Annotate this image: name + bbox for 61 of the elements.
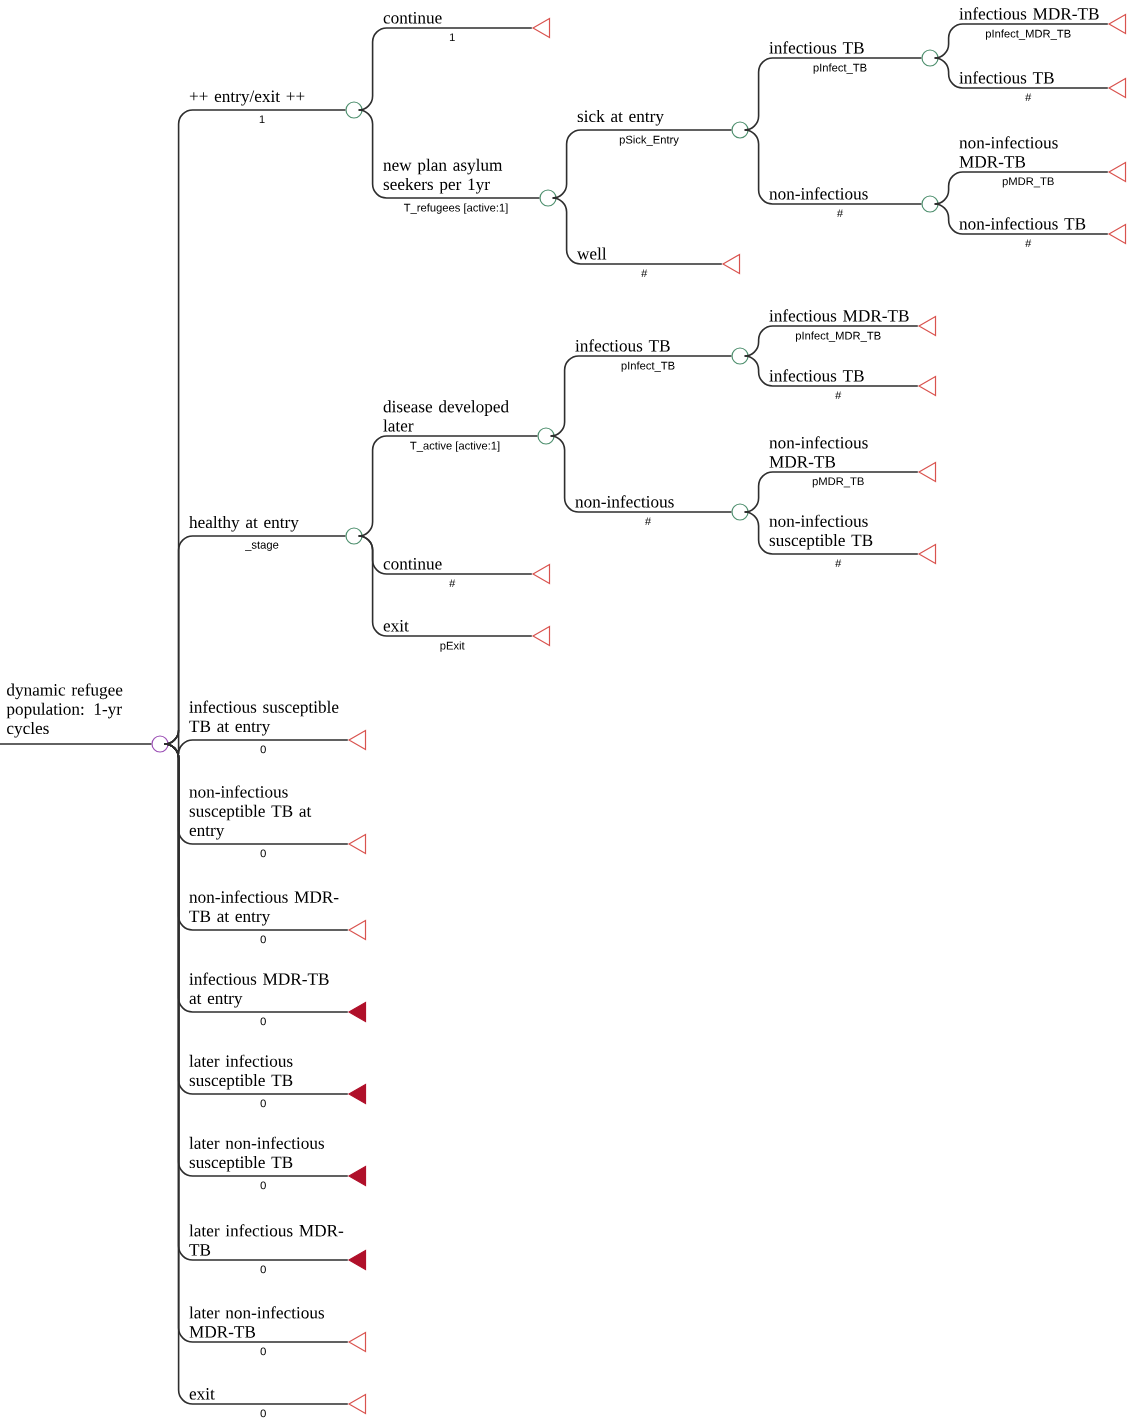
branch-label: infectious TB bbox=[769, 369, 864, 382]
branch-label: sick at entry bbox=[577, 109, 664, 126]
branch-line bbox=[357, 535, 533, 637]
chance-node bbox=[537, 427, 555, 445]
chance-node bbox=[345, 527, 363, 545]
branch-label: exit bbox=[189, 1388, 215, 1400]
branch-label: infectious TB bbox=[575, 339, 670, 352]
branch-label: infectious MDR-TB at entry bbox=[189, 972, 329, 1008]
branch-label: healthy at entry bbox=[189, 515, 299, 532]
branch-line bbox=[933, 23, 1109, 59]
branch-line bbox=[357, 27, 533, 111]
branch-label: non-infectious MDR-TB at entry bbox=[189, 890, 339, 926]
branch-label: exit bbox=[383, 620, 409, 632]
branch-label: disease developed later bbox=[383, 400, 509, 432]
chance-node bbox=[731, 347, 749, 365]
branch-label: dynamic refugee population: 1-yr cycles bbox=[6, 683, 123, 738]
branch-line bbox=[933, 57, 1109, 89]
branch-line bbox=[549, 355, 733, 437]
branch-line bbox=[551, 197, 723, 265]
branch-line bbox=[743, 129, 923, 205]
branch-line bbox=[933, 203, 1109, 235]
branch-line bbox=[743, 325, 919, 357]
branch-label: non-infectious susceptible TB bbox=[769, 514, 873, 550]
branch-line bbox=[0, 743, 153, 745]
branch-label: infectious TB bbox=[769, 41, 864, 54]
chance-node bbox=[539, 189, 557, 207]
branch-label: non-infectious susceptible TB at entry bbox=[189, 785, 312, 840]
branch-line bbox=[357, 435, 539, 537]
branch-line bbox=[743, 511, 919, 555]
branch-line bbox=[933, 171, 1109, 205]
branch-label: infectious MDR-TB bbox=[959, 7, 1099, 20]
branch-line bbox=[357, 109, 541, 199]
branch-label: non-infectious bbox=[575, 495, 674, 508]
branch-label: non-infectious MDR-TB bbox=[959, 136, 1058, 168]
branch-label: non-infectious bbox=[769, 187, 868, 200]
branch-label: later non-infectious MDR-TB bbox=[189, 1306, 324, 1338]
branch-line bbox=[551, 129, 733, 199]
branch-label: new plan asylum seekers per 1yr bbox=[383, 158, 503, 194]
branch-line bbox=[743, 57, 923, 131]
branch-label: later infectious susceptible TB bbox=[189, 1054, 293, 1090]
branch-label: ++ entry/exit ++ bbox=[189, 90, 305, 106]
chance-node bbox=[921, 49, 939, 67]
markov-node bbox=[151, 735, 169, 753]
branch-line bbox=[549, 435, 733, 513]
branch-label: infectious TB bbox=[959, 71, 1054, 84]
branch-label: later infectious MDR-TB bbox=[189, 1224, 344, 1256]
branch-line bbox=[743, 355, 919, 387]
chance-node bbox=[345, 101, 363, 119]
branch-label: continue bbox=[383, 12, 442, 24]
branch-label: non-infectious TB bbox=[959, 217, 1086, 230]
branch-label: infectious MDR-TB bbox=[769, 309, 909, 322]
chance-node bbox=[731, 503, 749, 521]
branch-label: well bbox=[577, 247, 607, 260]
branch-label: continue bbox=[383, 558, 442, 570]
chance-node bbox=[921, 195, 939, 213]
branch-line bbox=[163, 729, 349, 755]
branch-label: later non-infectious susceptible TB bbox=[189, 1136, 324, 1172]
branch-line bbox=[743, 471, 919, 513]
branch-label: non-infectious MDR-TB bbox=[769, 436, 868, 468]
branch-label: infectious susceptible TB at entry bbox=[189, 700, 339, 736]
chance-node bbox=[731, 121, 749, 139]
